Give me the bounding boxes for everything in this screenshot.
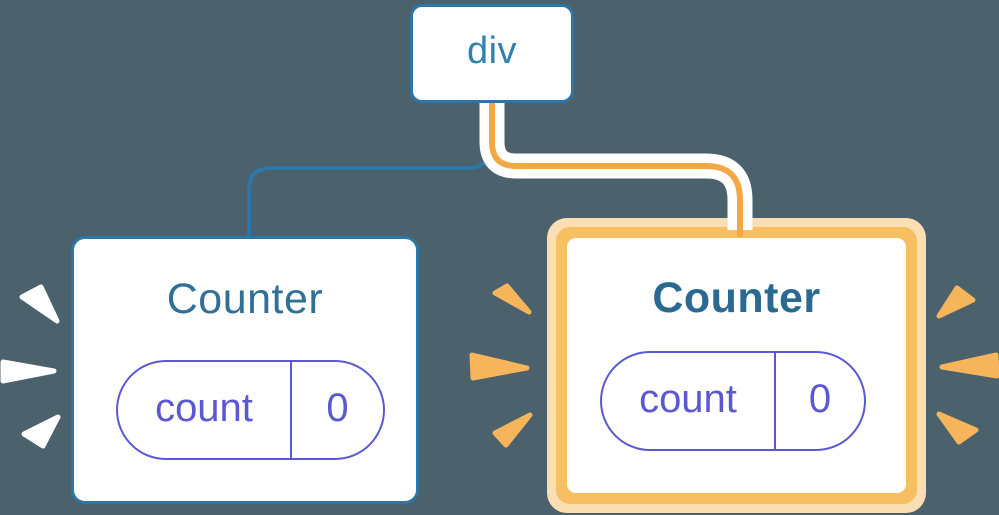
counter-card-right: Counter count 0	[567, 238, 906, 493]
root-node: div	[410, 4, 574, 103]
counter-card-left: Counter count 0	[71, 236, 419, 504]
state-value: 0	[290, 362, 383, 458]
spark-icon	[469, 352, 530, 381]
spark-icon	[492, 283, 532, 315]
highlight-ring-outer: Counter count 0	[547, 218, 926, 513]
spark-icon	[936, 411, 979, 445]
counter-title-left: Counter	[166, 275, 324, 323]
burst-orange-right	[936, 285, 999, 445]
connector-blue-edge	[247, 101, 492, 238]
connector-highlight-casing	[479, 101, 753, 230]
burst-orange-middle	[469, 283, 533, 448]
state-key-label: count	[155, 385, 253, 430]
spark-icon	[936, 285, 976, 319]
counter-title-right: Counter	[652, 274, 821, 322]
state-key-label: count	[639, 376, 737, 421]
root-node-label: div	[466, 30, 518, 72]
state-value: 0	[774, 353, 864, 449]
highlight-ring-inner: Counter count 0	[556, 227, 917, 504]
spark-icon	[19, 284, 60, 324]
state-pill-right: count 0	[600, 351, 866, 451]
state-pill-left: count 0	[116, 360, 385, 460]
spark-icon	[0, 359, 57, 384]
burst-white-left	[0, 284, 61, 449]
spark-icon	[939, 352, 999, 379]
spark-icon	[21, 414, 61, 449]
spark-icon	[492, 412, 533, 448]
connector-orange-edge	[489, 101, 743, 237]
